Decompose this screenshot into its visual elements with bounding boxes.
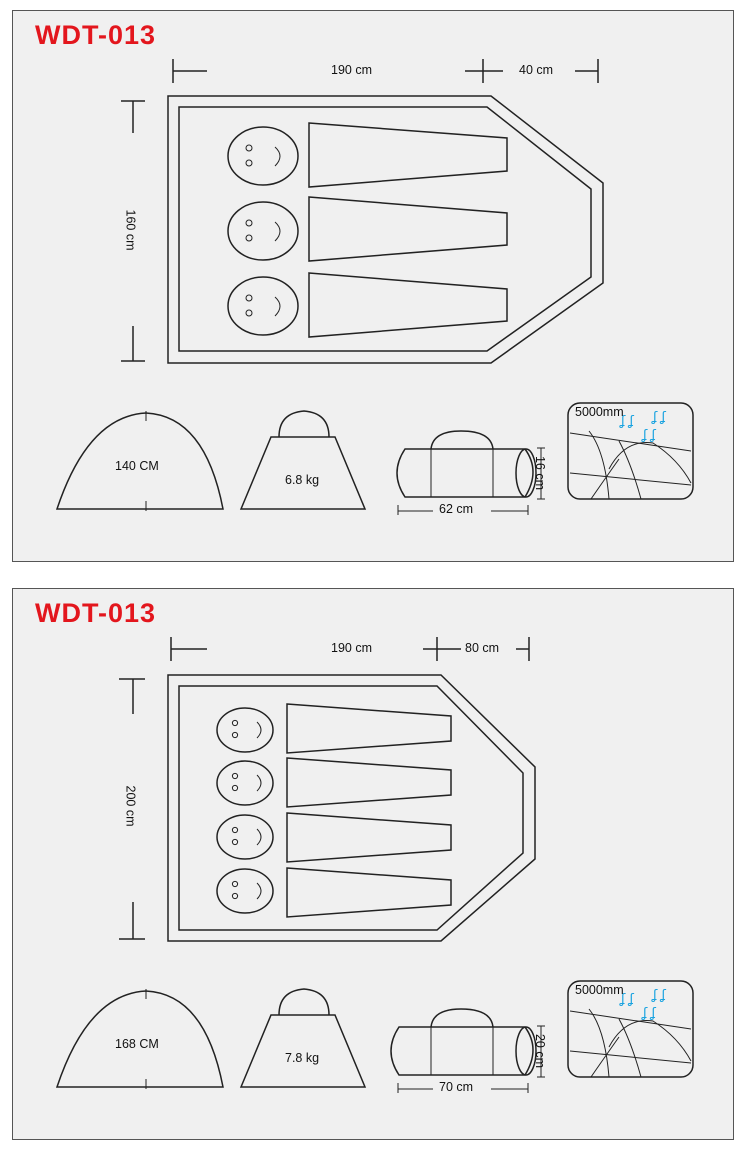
model-title: WDT-013 <box>35 20 157 50</box>
packed-bag-icon <box>396 430 545 515</box>
pack-diameter-label: 16 cm <box>533 455 548 491</box>
weight-label: 7.8 kg <box>285 1051 320 1065</box>
face-icon <box>227 276 299 336</box>
sleeper-2 <box>216 757 452 808</box>
tent-floor-outer <box>167 95 604 364</box>
svg-text:ʆ ʆ: ʆ ʆ <box>651 988 666 1003</box>
weight-icon <box>239 410 367 510</box>
rain-fabric-icon: ʆ ʆ ʆ ʆ ʆ ʆ <box>567 402 694 500</box>
width-label: 160 cm <box>123 209 138 251</box>
svg-text:ʆ ʆ: ʆ ʆ <box>619 992 634 1007</box>
vestibule-label: 80 cm <box>465 641 500 655</box>
face-icon <box>216 760 274 806</box>
sleeper-3 <box>227 272 508 338</box>
length-label: 190 cm <box>331 641 372 655</box>
sleeping-bag-icon <box>286 757 452 808</box>
svg-text:ʆ ʆ: ʆ ʆ <box>651 410 666 425</box>
sleeping-bag-icon <box>308 196 508 262</box>
sleeping-bag-icon <box>286 867 452 918</box>
sleeping-bag-icon <box>308 122 508 188</box>
sleeping-bag-icon <box>308 272 508 338</box>
face-icon <box>216 814 274 860</box>
sleeping-bag-icon <box>286 703 452 754</box>
length-label: 190 cm <box>331 63 372 77</box>
svg-text:ʆ ʆ: ʆ ʆ <box>641 1006 656 1021</box>
tent-spec-panel-3-person: WDT-013 <box>12 10 734 562</box>
svg-text:ʆ ʆ: ʆ ʆ <box>619 414 634 429</box>
tent-floor-inner <box>178 106 592 352</box>
sleeper-1 <box>216 703 452 754</box>
dome-tent-icon <box>55 989 224 1089</box>
pack-diameter-label: 20 cm <box>533 1033 548 1069</box>
sleeper-4 <box>216 867 452 918</box>
length-dimension-line <box>170 637 530 661</box>
face-icon <box>227 126 299 186</box>
weight-label: 6.8 kg <box>285 473 320 487</box>
height-label: 140 CM <box>115 459 159 473</box>
waterproof-rating: 5000mm <box>575 983 624 997</box>
sleeper-2 <box>227 196 508 262</box>
tent-floor-inner <box>178 685 524 931</box>
sleeper-1 <box>227 122 508 188</box>
packed-bag-icon <box>390 1008 545 1093</box>
width-label: 200 cm <box>123 785 138 827</box>
dome-tent-icon <box>55 411 224 511</box>
sleeper-3 <box>216 812 452 863</box>
pack-length-label: 70 cm <box>439 1080 474 1094</box>
svg-text:ʆ ʆ: ʆ ʆ <box>641 428 656 443</box>
tent-spec-panel-4-person: WDT-013 <box>12 588 734 1140</box>
width-dimension-line <box>119 678 145 940</box>
tent-floor-outer <box>167 674 536 942</box>
length-dimension-line <box>172 59 599 83</box>
rain-fabric-icon: ʆ ʆ ʆ ʆ ʆ ʆ <box>567 980 694 1078</box>
height-label: 168 CM <box>115 1037 159 1051</box>
weight-icon <box>239 988 367 1088</box>
floor-plan-drawing: ʆ ʆ ʆ ʆ ʆ ʆ <box>55 59 694 515</box>
model-title: WDT-013 <box>35 598 157 628</box>
face-icon <box>227 201 299 261</box>
floor-plan-drawing: ʆ ʆ ʆ ʆ ʆ ʆ <box>55 637 694 1093</box>
vestibule-label: 40 cm <box>519 63 554 77</box>
waterproof-rating: 5000mm <box>575 405 624 419</box>
sleeping-bag-icon <box>286 812 452 863</box>
pack-length-label: 62 cm <box>439 502 474 516</box>
face-icon <box>216 868 274 914</box>
face-icon <box>216 707 274 753</box>
width-dimension-line <box>121 100 145 362</box>
